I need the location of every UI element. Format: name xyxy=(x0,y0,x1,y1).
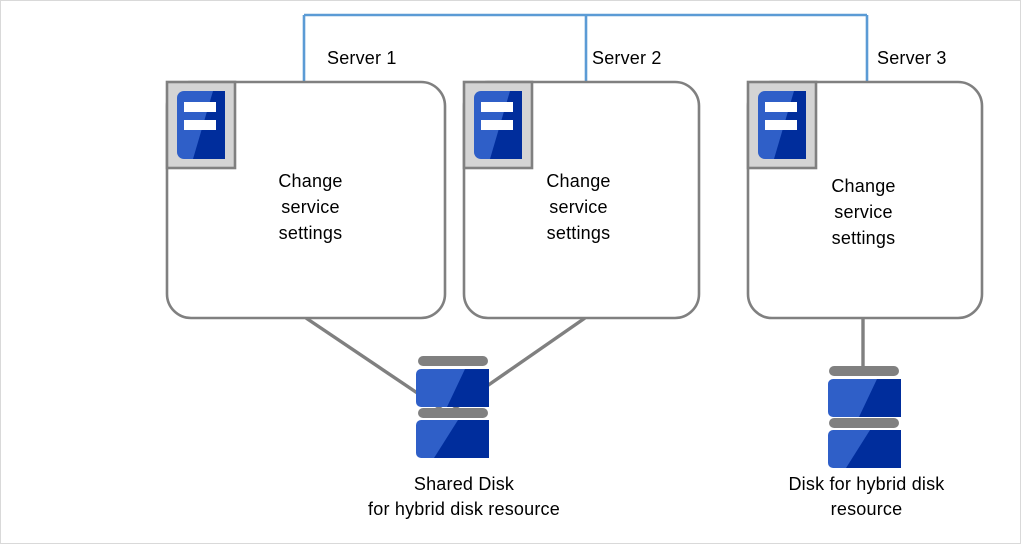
server-icon-bar-top xyxy=(765,102,797,112)
network-bus xyxy=(302,13,869,83)
disk-bar-top xyxy=(829,366,899,376)
server-icon-bar-bottom xyxy=(765,120,797,130)
server-icon-bar-bottom xyxy=(481,120,513,130)
shared-disk-label: Shared Disk for hybrid disk resource xyxy=(368,474,560,519)
disk-bar-middle xyxy=(418,408,488,418)
disk-platter-top-shade xyxy=(447,369,489,407)
server-2-box[interactable] xyxy=(462,80,701,320)
server-1-box-shape[interactable] xyxy=(165,80,447,320)
server-icon-bar-top xyxy=(184,102,216,112)
disk-platter-bottom-shade xyxy=(846,430,901,468)
shared-disk-icon[interactable] xyxy=(416,356,489,458)
hybrid-disk-label: Disk for hybrid disk resource xyxy=(788,474,945,519)
server-1-box[interactable] xyxy=(165,80,447,320)
server-icon-bar-top xyxy=(481,102,513,112)
server-2-body-text: Change service settings xyxy=(546,171,611,243)
server-2-server-icon xyxy=(462,80,534,170)
server-3-server-icon xyxy=(746,80,818,170)
disk-platter-bottom-shade xyxy=(434,420,489,458)
server-icon-bar-bottom xyxy=(184,120,216,130)
server-3-tag: Server 3 xyxy=(877,48,947,68)
disk-bar-middle xyxy=(829,418,899,428)
server-1-body-text: Change service settings xyxy=(278,171,343,243)
server-3-body-text: Change service settings xyxy=(831,176,896,248)
server-2-tag: Server 2 xyxy=(592,48,662,68)
server-3-box[interactable] xyxy=(746,80,984,320)
disk-platter-top-shade xyxy=(859,379,901,417)
hybrid-disk-icon[interactable] xyxy=(828,366,901,468)
server-1-server-icon xyxy=(165,80,237,170)
server-1-tag: Server 1 xyxy=(327,48,397,68)
disk-connectors xyxy=(305,316,865,413)
disk-bar-top xyxy=(418,356,488,366)
